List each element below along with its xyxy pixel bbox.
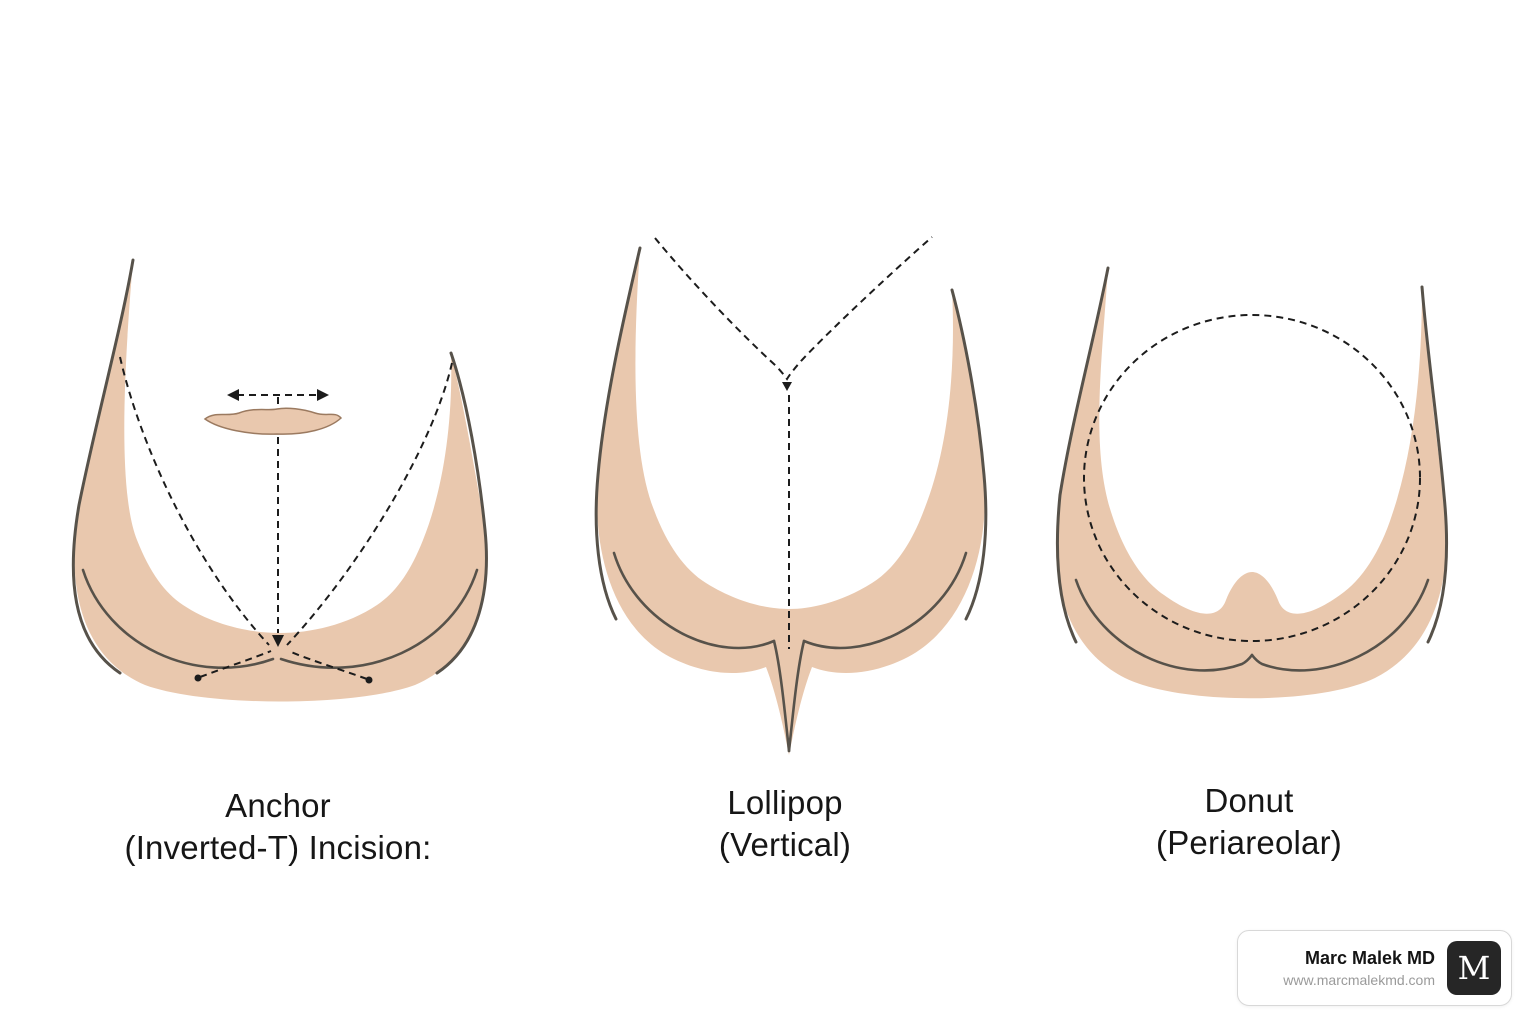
lollipop-label-line1: Lollipop [727,784,843,821]
left-body-contour [1055,266,1110,644]
left-teardrop-edge [772,639,791,753]
anchor-breast-shape [71,258,488,702]
left-fold-incision-line [199,650,272,678]
left-endpoint-dot [194,674,202,682]
anchor-incision-lines [119,356,453,684]
right-keyhole-incision-line [286,362,453,646]
anchor-label: Anchor (Inverted-T) Incision: [58,785,498,869]
donut-breast-shape [1055,266,1449,699]
breast-skin-fill [596,248,985,755]
right-body-contour [1420,285,1449,644]
left-body-contour [71,258,135,675]
watermark-text-block: Marc Malek MD www.marcmalekmd.com [1283,947,1435,989]
lollipop-label: Lollipop (Vertical) [565,782,1005,866]
right-body-contour [435,351,488,675]
left-arrowhead-icon [227,389,239,401]
donut-label-line2: (Periareolar) [1156,824,1342,862]
anchor-label-line2: (Inverted-T) Incision: [124,829,432,867]
right-inframammary-fold [279,568,479,669]
donut-incision-diagram [1055,266,1449,699]
right-fold-incision-line [290,651,368,680]
watermark-name: Marc Malek MD [1304,948,1435,969]
breast-skin-fill [1055,268,1447,699]
brand-logo-icon: M [1447,941,1501,995]
donut-incision-lines [1083,314,1421,642]
donut-label-line1: Donut [1204,782,1294,819]
periareolar-circle-incision [1083,314,1421,642]
v-notch-arrowhead-icon [782,382,792,391]
watermark-card: Marc Malek MD www.marcmalekmd.com M [1237,930,1512,1006]
areola-shape [203,407,343,435]
right-inframammary-fold [802,551,968,650]
left-keyhole-incision-line [119,356,270,646]
right-inframammary-fold [1250,578,1430,672]
anchor-label-line1: Anchor [225,787,331,824]
down-arrowhead-icon [272,635,284,647]
right-body-contour [950,288,988,621]
lollipop-incision-diagram [594,236,988,755]
right-teardrop-edge [787,639,806,753]
right-endpoint-dot [365,676,373,684]
left-inframammary-fold [81,568,275,669]
anchor-incision-diagram [71,258,488,702]
lollipop-breast-shape [594,246,988,755]
donut-label: Donut (Periareolar) [1029,780,1469,864]
lollipop-label-line2: (Vertical) [718,826,852,864]
lollipop-incision-lines [654,236,933,649]
left-body-contour [594,246,642,621]
brand-logo-letter: M [1457,949,1491,987]
left-inframammary-fold [612,551,776,650]
breast-skin-fill [74,260,486,702]
left-inframammary-fold [1074,578,1254,672]
watermark-url: www.marcmalekmd.com [1283,971,1435,988]
periareolar-neckline-incision [654,236,933,381]
right-arrowhead-icon [317,389,329,401]
